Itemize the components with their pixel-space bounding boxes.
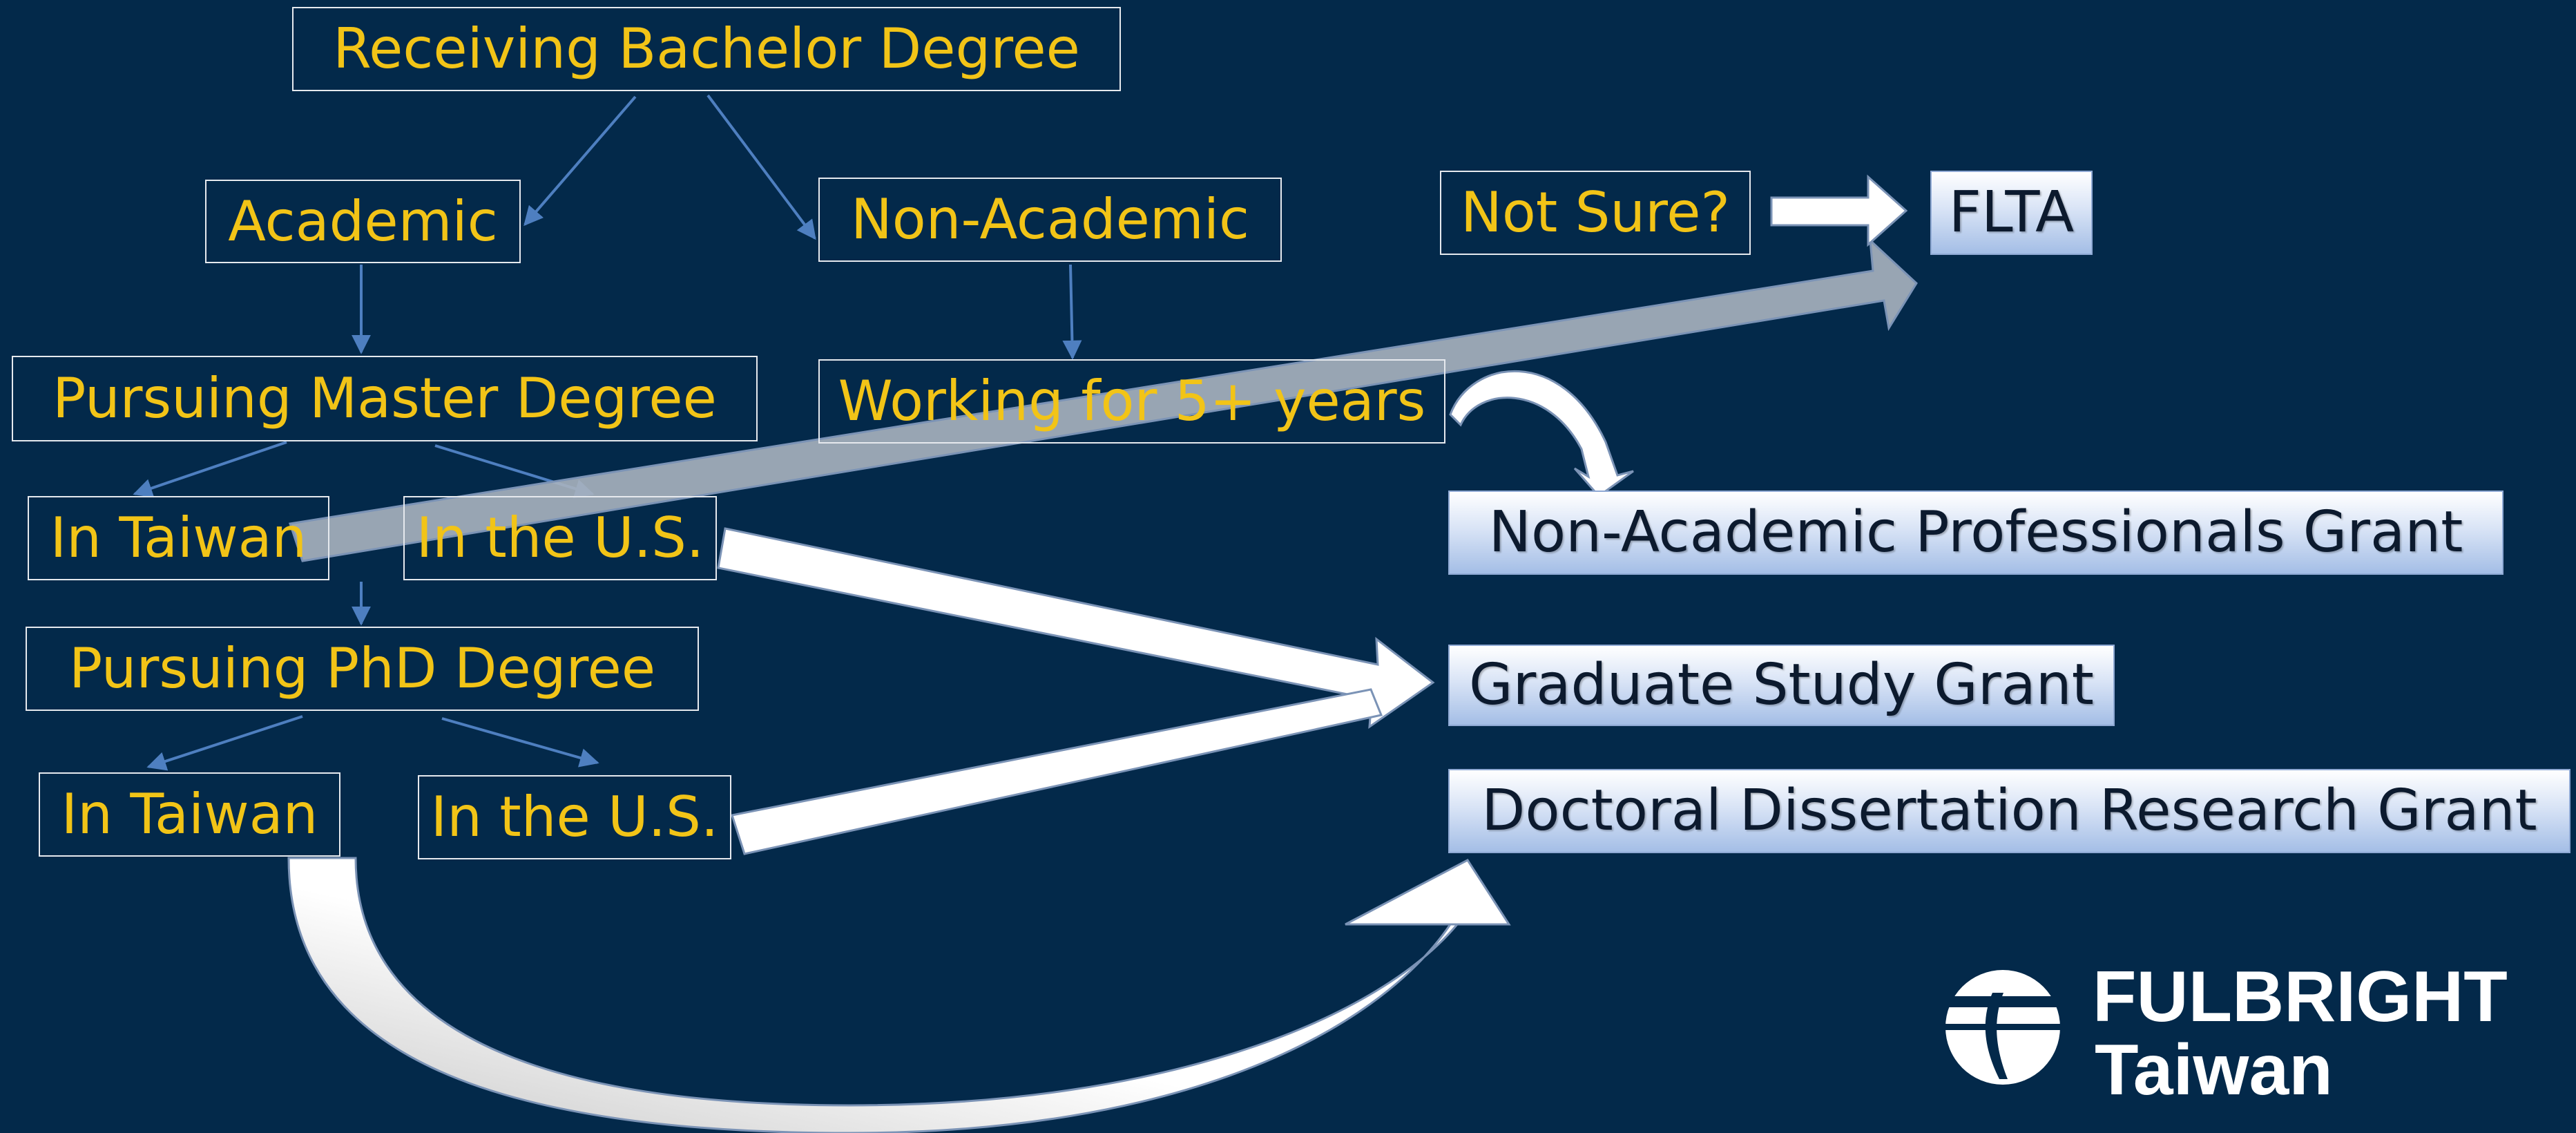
grant-non-academic-professionals: Non-Academic Professionals Grant	[1448, 491, 2503, 575]
grant-flta: FLTA	[1930, 171, 2093, 255]
fat-arrow-master-us-to-graduate	[717, 527, 1435, 730]
connector-bachelor-academic	[523, 95, 637, 227]
fulbright-emblem-icon	[1944, 970, 2061, 1085]
connector-phd-taiwan	[146, 715, 303, 771]
node-master-in-taiwan: In Taiwan	[28, 496, 329, 580]
node-master-in-the-us: In the U.S.	[403, 496, 717, 580]
connector-phd-us	[441, 717, 599, 768]
node-not-sure: Not Sure?	[1440, 171, 1751, 255]
node-academic: Academic	[205, 180, 521, 263]
connector-bachelor-nonacademic	[707, 94, 816, 240]
logo-taiwan-text: Taiwan	[2095, 1030, 2333, 1110]
node-phd-in-taiwan: In Taiwan	[39, 772, 340, 857]
node-non-academic: Non-Academic	[818, 178, 1282, 262]
grant-graduate-study: Graduate Study Grant	[1448, 645, 2115, 726]
connector-nonacademic-working	[1062, 264, 1082, 360]
grant-doctoral-dissertation-research: Doctoral Dissertation Research Grant	[1448, 769, 2570, 853]
node-master-degree: Pursuing Master Degree	[12, 356, 758, 441]
gray-arrow-master-taiwan-to-flta	[289, 238, 1918, 562]
node-phd-degree: Pursuing PhD Degree	[26, 627, 699, 711]
fat-arrow-phd-us-to-graduate	[731, 688, 1383, 855]
node-phd-in-the-us: In the U.S.	[418, 775, 731, 859]
curved-arrow-phd-taiwan-to-doctoral	[287, 857, 1511, 1133]
node-working-5-years: Working for 5+ years	[818, 359, 1445, 444]
node-bachelor-degree: Receiving Bachelor Degree	[292, 7, 1121, 91]
logo-fulbright-text: FULBRIGHT	[2093, 957, 2508, 1037]
connector-master-taiwan	[133, 441, 287, 498]
block-arrow-notsure-to-flta	[1770, 174, 1908, 247]
fulbright-logo: FULBRIGHT Taiwan	[1944, 957, 2566, 1109]
curved-arrow-working-to-nonacademic	[1449, 370, 1634, 498]
